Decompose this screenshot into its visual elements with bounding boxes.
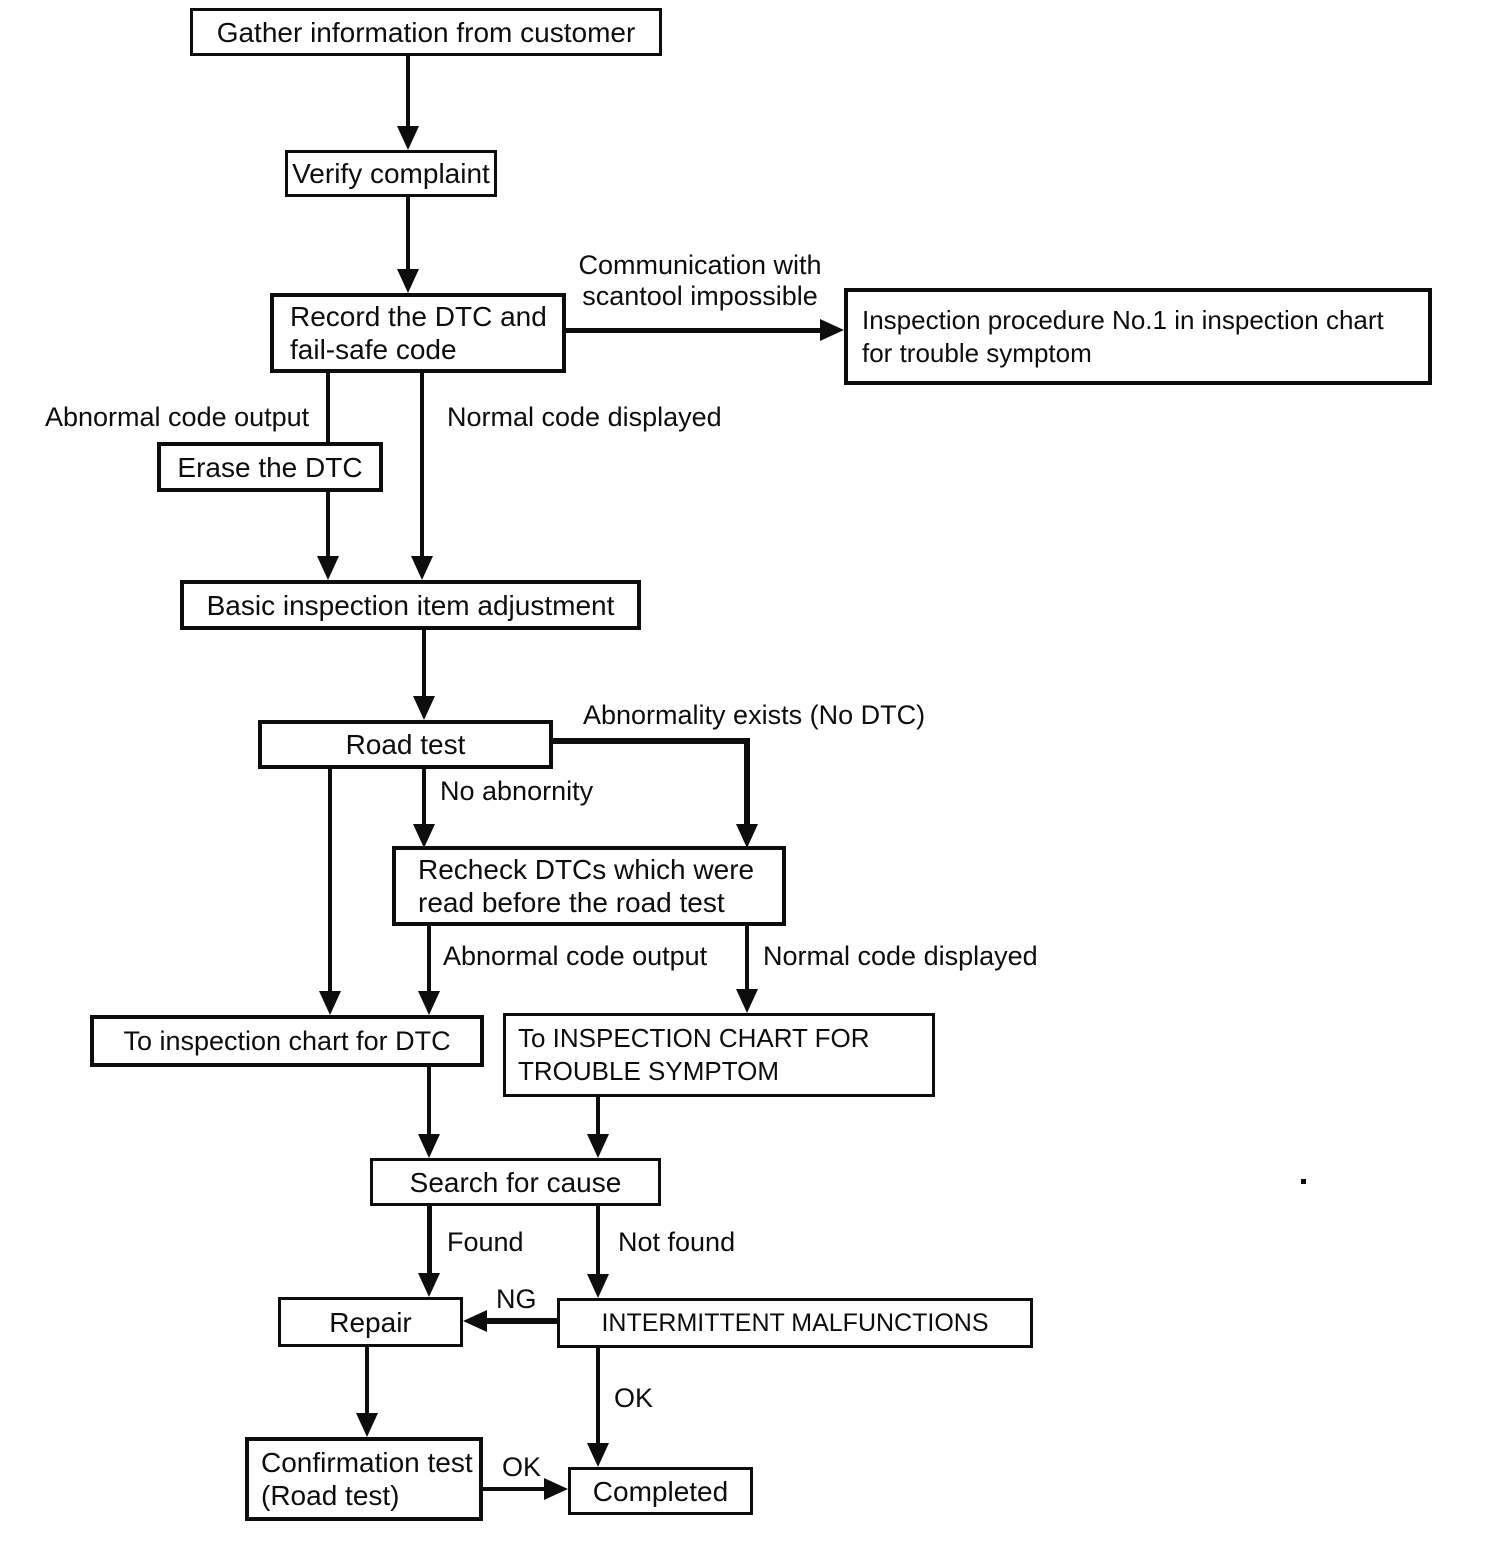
edge-record-inspection-no1 (566, 328, 820, 333)
node-search-for-cause: Search for cause (370, 1158, 661, 1206)
node-to-inspection-chart-dtc-label: To inspection chart for DTC (123, 1025, 451, 1056)
arrowhead-todtc-search (418, 1134, 440, 1158)
arrowhead-recheck-todtc (418, 991, 440, 1015)
node-search-for-cause-label: Search for cause (409, 1166, 622, 1198)
node-road-test-label: Road test (345, 729, 466, 760)
node-record-dtc-label: Record the DTC and fail-safe code (290, 301, 547, 365)
arrowhead-intermittent-completed (587, 1443, 609, 1467)
edge-confirmation-completed (483, 1487, 544, 1491)
edge-gather-verify (406, 56, 410, 126)
node-road-test: Road test (258, 720, 553, 769)
edge-road-todtc (328, 769, 332, 991)
edge-repair-confirmation (365, 1347, 369, 1413)
edge-intermittent-repair-ng (487, 1318, 557, 1324)
node-to-inspection-chart-dtc: To inspection chart for DTC (90, 1015, 484, 1067)
arrowhead-road-recheck-center (413, 824, 435, 848)
node-gather-information: Gather information from customer (190, 8, 662, 56)
edge-search-repair (427, 1206, 432, 1273)
arrowhead-verify-record (397, 269, 419, 293)
arrowhead-record-basic (411, 556, 433, 580)
node-inspection-procedure-no1: Inspection procedure No.1 in inspection … (844, 288, 1432, 385)
arrowhead-recheck-totrouble (736, 989, 758, 1013)
arrowhead-road-recheck-right (736, 824, 758, 848)
node-erase-dtc: Erase the DTC (157, 442, 383, 492)
node-to-inspection-chart-trouble-symptom-label: To INSPECTION CHART FOR TROUBLE SYMPTOM (518, 1023, 870, 1086)
node-intermittent-malfunctions-label: INTERMITTENT MALFUNCTIONS (601, 1308, 989, 1337)
node-inspection-procedure-no1-label: Inspection procedure No.1 in inspection … (862, 304, 1384, 368)
edge-recheck-todtc (427, 926, 431, 991)
edge-intermittent-completed (596, 1348, 600, 1443)
label-normal-code-displayed-1: Normal code displayed (447, 402, 722, 432)
node-confirmation-test-label: Confirmation test (Road test) (261, 1447, 473, 1511)
arrowhead-erase-basic (317, 556, 339, 580)
arrowhead-repair-confirmation (356, 1413, 378, 1437)
label-abnormal-code-output-1: Abnormal code output (45, 402, 310, 432)
node-completed-label: Completed (592, 1475, 729, 1507)
edge-record-basic (420, 373, 424, 556)
label-found: Found (447, 1227, 524, 1257)
edge-verify-record (406, 197, 410, 269)
node-erase-dtc-label: Erase the DTC (177, 451, 363, 483)
label-not-found: Not found (618, 1227, 736, 1257)
label-communication-with-scantool-impossible: Communication with scantool impossible (578, 250, 822, 311)
arrowhead-gather-verify (397, 126, 419, 150)
node-basic-inspection: Basic inspection item adjustment (180, 580, 641, 630)
edge-recheck-totrouble (745, 926, 749, 989)
node-intermittent-malfunctions: INTERMITTENT MALFUNCTIONS (557, 1298, 1033, 1348)
arrowhead-totrouble-search (587, 1134, 609, 1158)
node-confirmation-test: Confirmation test (Road test) (245, 1437, 483, 1521)
edge-totrouble-search (596, 1097, 600, 1134)
scan-speck (1301, 1179, 1306, 1184)
node-record-dtc: Record the DTC and fail-safe code (270, 293, 566, 373)
node-to-inspection-chart-trouble-symptom: To INSPECTION CHART FOR TROUBLE SYMPTOM (503, 1013, 935, 1097)
arrowhead-road-todtc (319, 991, 341, 1015)
edge-road-recheck-right-vertical (744, 738, 750, 824)
label-ok-confirmation: OK (502, 1452, 542, 1482)
node-repair: Repair (278, 1297, 463, 1347)
node-recheck-dtcs-label: Recheck DTCs which were read before the … (418, 854, 755, 918)
node-recheck-dtcs: Recheck DTCs which were read before the … (392, 846, 786, 926)
label-no-abnormity: No abnornity (440, 776, 594, 806)
edge-todtc-search (427, 1067, 431, 1134)
label-abnormality-exists-no-dtc: Abnormality exists (No DTC) (583, 700, 926, 730)
edge-basic-road (422, 630, 426, 696)
node-verify-complaint-label: Verify complaint (292, 158, 490, 189)
arrowhead-search-intermittent (587, 1274, 609, 1298)
node-repair-label: Repair (329, 1306, 412, 1338)
edge-record-erase (326, 373, 330, 442)
label-ok-intermittent: OK (614, 1383, 654, 1413)
node-verify-complaint: Verify complaint (285, 150, 497, 197)
edge-search-intermittent (596, 1206, 600, 1274)
arrowhead-search-repair (418, 1273, 440, 1297)
label-abnormal-code-output-2: Abnormal code output (443, 941, 708, 971)
arrowhead-record-inspection-no1 (820, 319, 844, 341)
arrowhead-basic-road (413, 696, 435, 720)
arrowhead-intermittent-repair-ng (463, 1310, 487, 1332)
edge-erase-basic (326, 492, 330, 556)
label-normal-code-displayed-2: Normal code displayed (763, 941, 1038, 971)
arrowhead-confirmation-completed (544, 1478, 568, 1500)
node-gather-information-label: Gather information from customer (216, 16, 636, 48)
node-completed: Completed (568, 1467, 753, 1515)
label-ng: NG (496, 1284, 537, 1314)
edge-road-recheck-right-horizontal (553, 738, 750, 744)
node-basic-inspection-label: Basic inspection item adjustment (206, 589, 615, 621)
edge-road-recheck-center (422, 769, 426, 824)
